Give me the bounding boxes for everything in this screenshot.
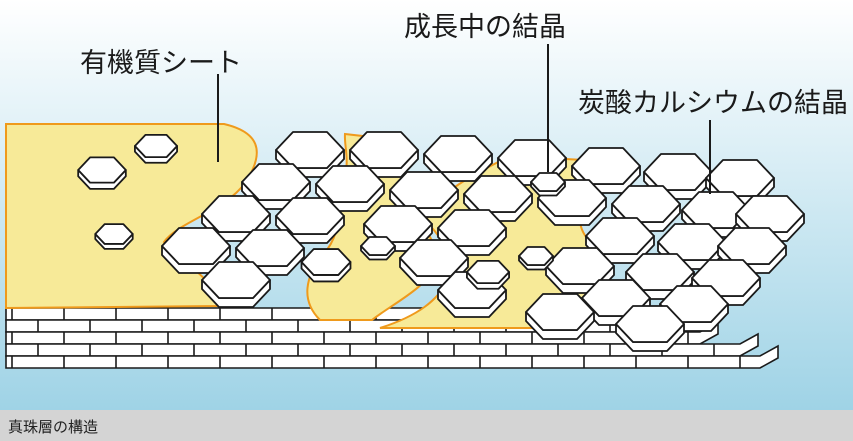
hexagonal-crystal xyxy=(525,293,595,340)
label-organic-sheet: 有機質シート xyxy=(80,48,242,79)
hexagonal-crystal xyxy=(134,133,178,164)
caption-bar: 真珠層の構造 xyxy=(0,410,853,441)
hexagonal-crystal xyxy=(77,156,127,190)
hexagonal-crystal xyxy=(161,227,231,274)
label-calcium-carbonate-crystal: 炭酸カルシウムの結晶 xyxy=(578,88,848,119)
hexagonal-crystal xyxy=(201,261,271,308)
label-growing-crystal: 成長中の結晶 xyxy=(404,12,566,43)
figure-caption: 真珠層の構造 xyxy=(8,418,99,436)
label-leader-lines xyxy=(217,44,711,194)
hexagonal-crystal xyxy=(360,236,396,261)
crystal-layer xyxy=(5,344,779,369)
hexagonal-crystal xyxy=(530,172,566,197)
hexagonal-crystal xyxy=(466,259,510,290)
hexagonal-crystal xyxy=(518,246,554,271)
hexagonal-crystal xyxy=(615,305,685,352)
hexagonal-crystal xyxy=(94,223,134,250)
hexagonal-crystals xyxy=(77,131,805,352)
nacre-structure-diagram: 有機質シート 成長中の結晶 炭酸カルシウムの結晶 xyxy=(0,0,853,410)
hexagonal-crystal xyxy=(300,248,352,283)
